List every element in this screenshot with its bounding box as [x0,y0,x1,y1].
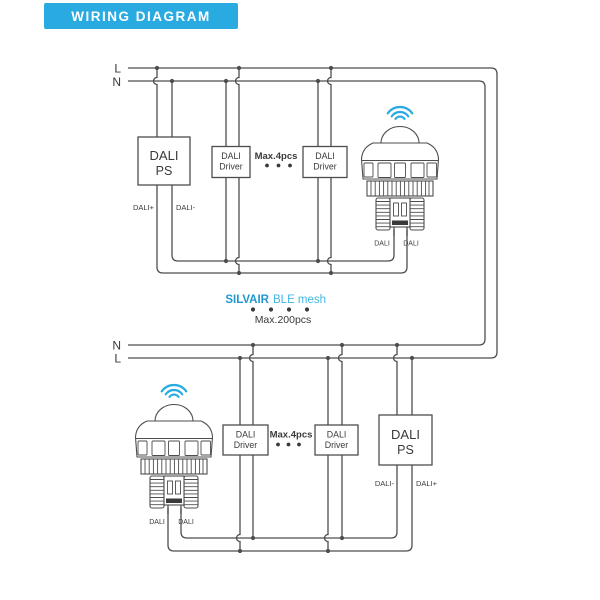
mesh-ellipsis-dots [250,307,310,312]
svg-text:Driver: Driver [325,440,349,450]
bottom-sensor-dali-terminal-right: DALI [178,519,194,526]
top-dali-minus-bus [171,185,395,262]
mesh-network-label: BLE mesh [273,294,326,306]
svg-text:DALI: DALI [315,151,335,161]
bottom-neutral-rail-label: N [112,339,121,353]
top-sensor-dali-terminal-left: DALI [374,241,390,248]
bottom-circuit-wires [167,345,413,552]
bottom-dali-driver-1-box: DALI Driver [222,424,269,456]
svg-text:DALI: DALI [221,151,241,161]
top-ps-dali-plus-terminal: DALI+ [133,203,155,212]
bottom-ps-type: PS [397,443,414,457]
mains-rails [128,67,498,359]
svg-text:Driver: Driver [313,162,337,172]
top-dali-plus-bus [156,185,408,274]
bottom-ps-dali-plus-terminal: DALI+ [416,479,438,488]
top-dali-driver-1-box: DALI Driver [211,145,251,179]
bottom-dali-plus-bus [167,465,413,552]
bottom-ps-dali-minus-terminal: DALI- [375,479,395,488]
bottom-junction-dots [237,342,415,554]
bottom-ellipsis-dots [276,442,301,447]
top-ellipsis-dots [265,163,292,168]
top-dali-driver-2-box: DALI Driver [302,145,348,179]
top-junction-dots [154,65,334,276]
mesh-brand-label: SILVAIR [225,294,269,306]
top-live-rail-label: L [114,62,121,76]
live-rail-path [128,67,498,359]
top-circuit-wires [152,68,408,274]
top-max-drivers-label: Max.4pcs [255,151,298,162]
top-ps-dali-minus-terminal: DALI- [176,203,196,212]
bottom-dali-minus-bus [180,465,398,539]
wiring-diagram-banner: WIRING DIAGRAM [44,3,238,29]
svg-text:DALI: DALI [236,430,256,440]
svg-text:Driver: Driver [219,162,243,172]
top-ps-type: PS [156,164,173,178]
top-occupancy-sensor [360,105,440,238]
neutral-rail-path [128,80,486,346]
bottom-ps-name: DALI [391,427,420,442]
bottom-sensor-dali-terminal-left: DALI [149,519,165,526]
bottom-max-drivers-label: Max.4pcs [270,430,313,441]
top-sensor-dali-terminal-right: DALI [403,241,419,248]
bottom-dali-driver-2-box: DALI Driver [314,424,359,456]
bottom-occupancy-sensor [134,383,214,516]
mesh-max-nodes-label: Max.200pcs [255,314,312,326]
svg-text:Driver: Driver [234,440,258,450]
banner-title: WIRING DIAGRAM [71,8,211,24]
bottom-live-rail-label: L [114,352,121,366]
top-dali-ps-box: DALI PS [137,136,191,186]
svg-text:DALI: DALI [327,430,347,440]
top-ps-name: DALI [150,148,179,163]
top-neutral-rail-label: N [112,75,121,89]
bottom-dali-ps-box: DALI PS [378,414,433,466]
